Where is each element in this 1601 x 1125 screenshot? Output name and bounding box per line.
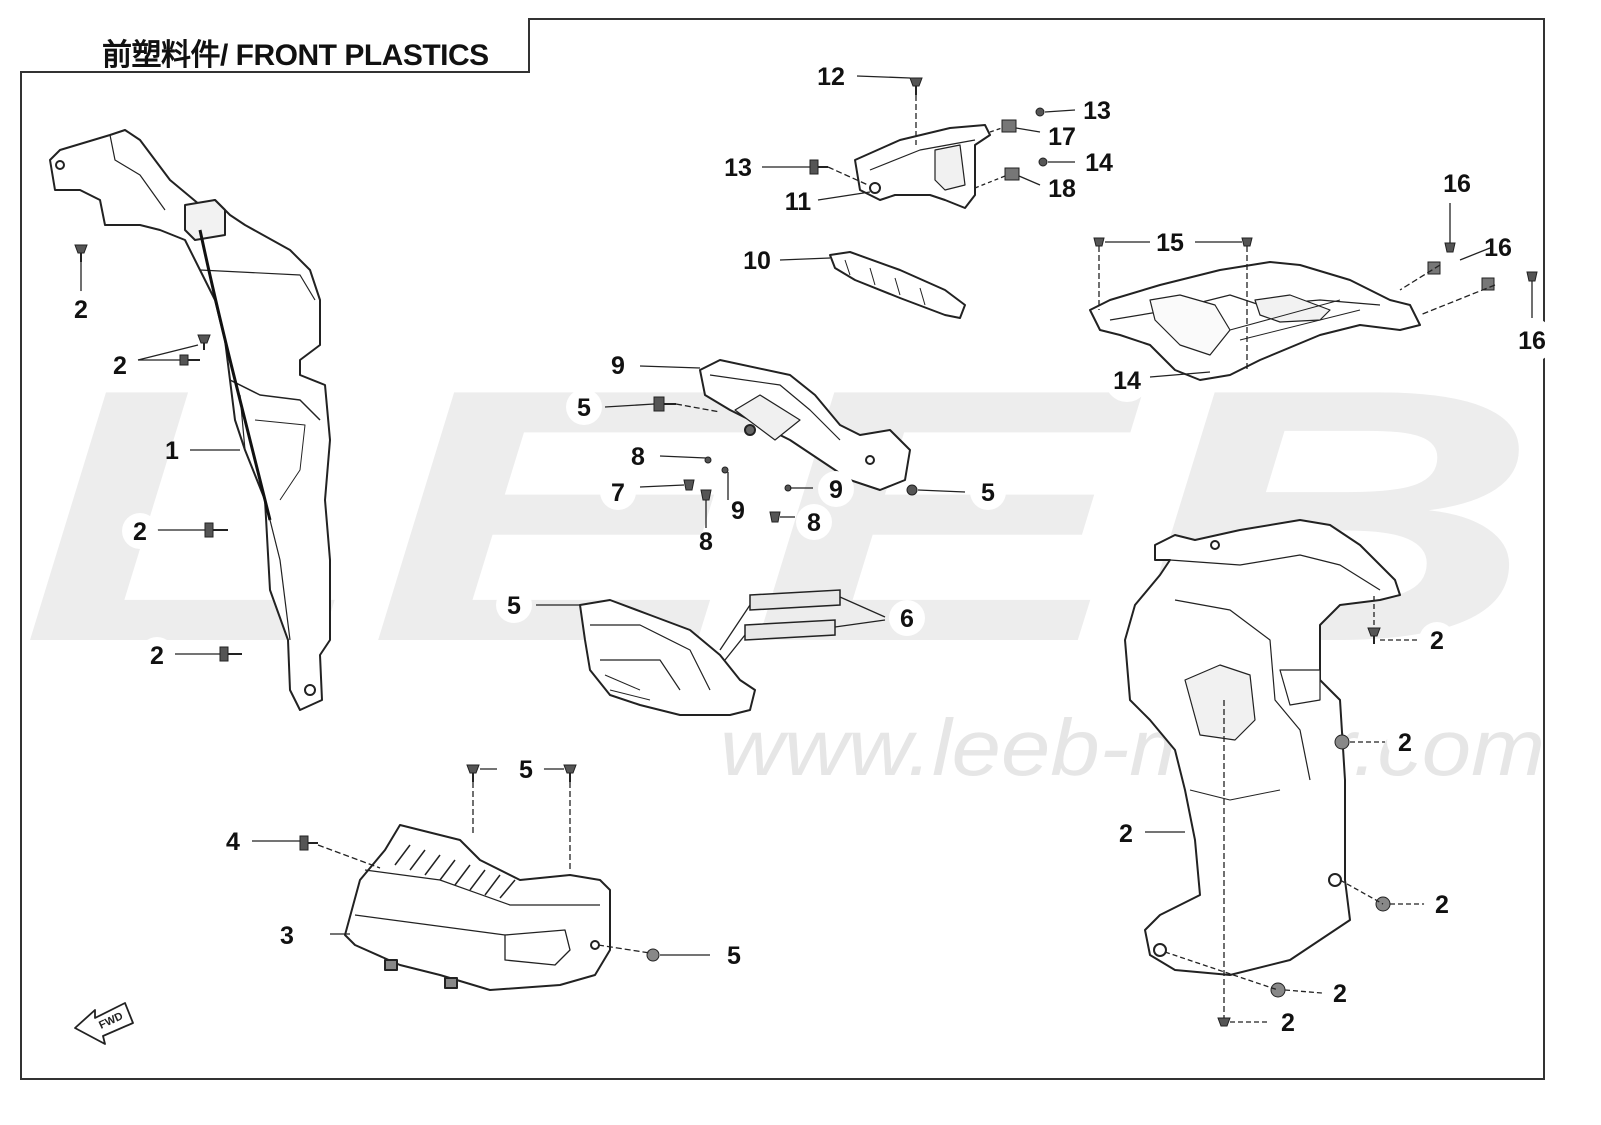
callout-8: 8 [699, 528, 713, 556]
callout-16: 16 [1443, 170, 1471, 198]
callout-14: 13 [1083, 97, 1111, 125]
callout-bubble [63, 291, 99, 327]
callout-2: 2 [1398, 729, 1412, 757]
fwd-arrow-icon: FWD [74, 1002, 134, 1045]
callout-labels: 2 2 1 2 2 2 2 2 2 2 2 3 4 5 5 5 5 5 [63, 63, 1554, 1040]
callout-8: 8 [807, 509, 821, 537]
callout-5: 5 [577, 394, 591, 422]
callout-5: 5 [981, 479, 995, 507]
title-chinese: 前塑料件 [102, 38, 221, 73]
part-15-top-tray [1089, 261, 1421, 381]
callout-14: 14 [1085, 149, 1113, 177]
callout-6: 5 [507, 592, 521, 620]
callout-5: 4 [226, 828, 240, 856]
callout-12: 11 [785, 188, 812, 216]
title-separator: / [220, 39, 236, 72]
callout-7: 6 [900, 605, 914, 633]
callout-5: 5 [727, 942, 741, 970]
part-11-strip [829, 251, 966, 319]
callout-16: 15 [1156, 229, 1184, 257]
part-6-small-grille [579, 599, 756, 716]
callout-2: 2 [1333, 980, 1347, 1008]
title-box [20, 18, 530, 73]
callout-9: 8 [631, 443, 645, 471]
part-4-lower-grille [344, 824, 611, 991]
callout-10: 9 [611, 352, 625, 380]
callout-2: 2 [74, 296, 88, 324]
callout-2: 2 [1281, 1009, 1295, 1037]
fasteners [74, 77, 1538, 1027]
title-english: FRONT PLASTICS [235, 39, 490, 72]
callout-11: 10 [743, 247, 771, 275]
callout-18: 18 [1048, 175, 1076, 203]
callout-1: 1 [165, 437, 179, 465]
callout-2: 2 [1435, 891, 1449, 919]
callout-9: 9 [829, 476, 843, 504]
part-12-top-bracket [854, 124, 991, 209]
callout-9: 9 [731, 497, 745, 525]
page-title: 前塑料件/ FRONT PLASTICS [102, 30, 489, 74]
callout-2: 2 [133, 518, 147, 546]
callout-4: 3 [280, 922, 294, 950]
callout-2: 2 [113, 352, 127, 380]
callout-18: 17 [1048, 123, 1076, 151]
callout-13: 12 [817, 63, 845, 91]
diagram-frame [20, 18, 1545, 1080]
leader-lines [80, 75, 1533, 1023]
callout-2: 2 [1430, 627, 1444, 655]
part-10-bracket [699, 359, 911, 491]
callout-3: 2 [1119, 820, 1133, 848]
callout-8: 7 [611, 479, 625, 507]
callout-15: 14 [1113, 367, 1141, 395]
part-1-left-side-panel [49, 129, 331, 711]
callout-13: 13 [724, 154, 752, 182]
part-3-right-side-panel [1124, 519, 1401, 976]
callout-2: 2 [150, 642, 164, 670]
callout-5: 5 [519, 756, 533, 784]
callout-16: 16 [1518, 327, 1546, 355]
callout-17: 16 [1484, 234, 1512, 262]
